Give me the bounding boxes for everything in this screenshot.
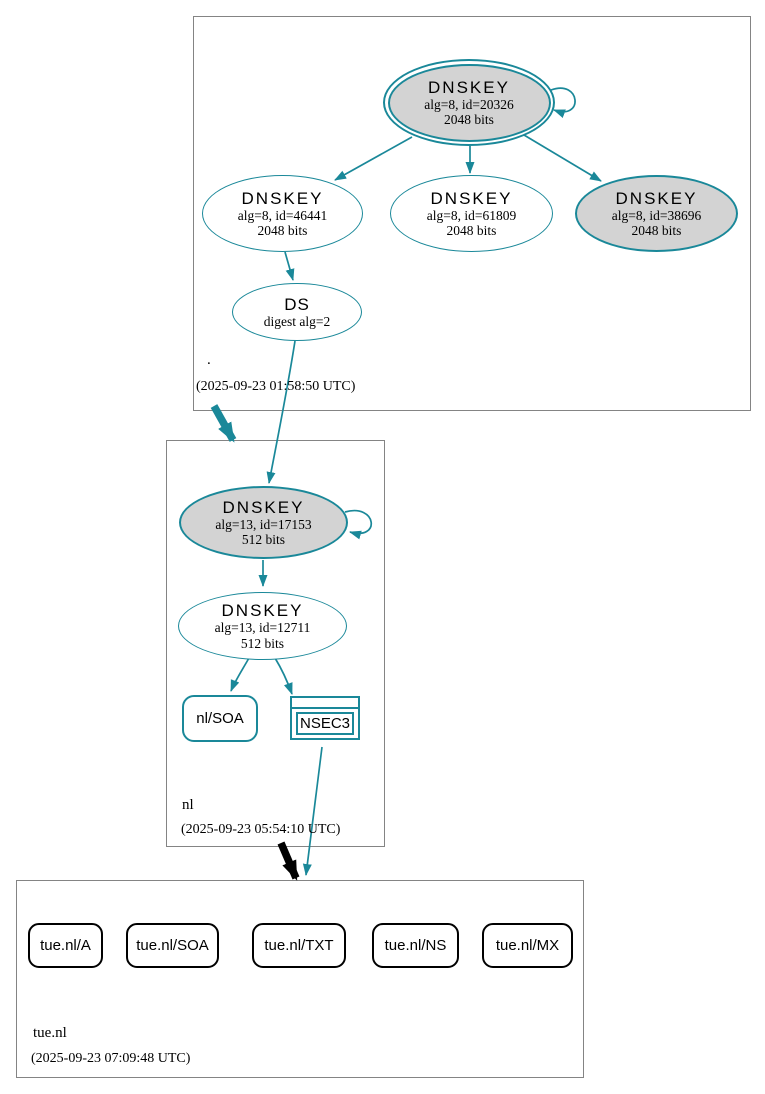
edge-nsec3-to-tue-zone	[302, 746, 323, 876]
nsec3-label: NSEC3	[296, 712, 354, 735]
edge-nl-ksk-selfloop	[344, 509, 373, 540]
dnskey-alg-id: alg=13, id=12711	[214, 620, 311, 635]
zone-box-tue-nl	[16, 880, 584, 1078]
dnskey-bits: 512 bits	[240, 635, 285, 651]
rrset-label: tue.nl/NS	[384, 937, 447, 954]
dnskey-root-ksk-20326: DNSKEY alg=8, id=20326 2048 bits	[383, 59, 555, 146]
ds-root-nl: DS digest alg=2	[232, 283, 362, 341]
rrset-label: tue.nl/A	[40, 937, 91, 954]
ds-type-label: DS	[284, 294, 310, 314]
rrset-tue-nl-soa: tue.nl/SOA	[126, 923, 219, 968]
dnskey-bits: 2048 bits	[257, 223, 308, 238]
zone-name-root: .	[207, 352, 211, 368]
dnskey-type-label: DNSKEY	[615, 188, 698, 208]
edge-nl-zsk-to-soa	[230, 657, 250, 692]
dnskey-bits: 2048 bits	[444, 112, 494, 127]
zone-timestamp-nl: (2025-09-23 05:54:10 UTC)	[181, 822, 341, 837]
dnskey-type-label: DNSKEY	[222, 497, 305, 517]
dnskey-type-label: DNSKEY	[241, 188, 324, 208]
dnskey-alg-id: alg=13, id=17153	[215, 516, 312, 532]
rrset-label: tue.nl/TXT	[264, 937, 334, 954]
dnskey-type-label: DNSKEY	[428, 77, 510, 97]
zone-name-nl: nl	[182, 797, 194, 813]
dnskey-root-61809: DNSKEY alg=8, id=61809 2048 bits	[390, 175, 553, 252]
ds-digest-alg: digest alg=2	[263, 313, 331, 329]
rrset-label: nl/SOA	[196, 710, 244, 727]
nsec3-header-cell	[292, 698, 358, 709]
rrset-tue-nl-mx: tue.nl/MX	[482, 923, 573, 968]
rrset-tue-nl-ns: tue.nl/NS	[372, 923, 459, 968]
dnskey-nl-zsk-12711: DNSKEY alg=13, id=12711 512 bits	[178, 592, 347, 660]
edge-root-ksk-to-38696	[523, 134, 602, 182]
zone-box-root	[193, 16, 751, 411]
dnskey-alg-id: alg=8, id=46441	[237, 207, 328, 223]
nsec3-node: NSEC3	[290, 696, 360, 740]
rrset-tue-nl-a: tue.nl/A	[28, 923, 103, 968]
dnskey-type-label: DNSKEY	[221, 601, 304, 620]
dnskey-root-46441: DNSKEY alg=8, id=46441 2048 bits	[202, 175, 363, 252]
rrset-label: tue.nl/SOA	[136, 937, 209, 954]
edge-46441-to-ds	[284, 251, 295, 281]
dnskey-bits: 512 bits	[241, 532, 286, 547]
zone-timestamp-root: (2025-09-23 01:58:50 UTC)	[196, 379, 356, 394]
zone-timestamp-tue-nl: (2025-09-23 07:09:48 UTC)	[31, 1051, 191, 1066]
zone-name-tue-nl: tue.nl	[33, 1025, 67, 1041]
dnskey-alg-id: alg=8, id=38696	[611, 207, 702, 223]
dnskey-type-label: DNSKEY	[430, 188, 513, 208]
edge-root-ksk-selfloop	[550, 87, 576, 119]
dnskey-alg-id: alg=8, id=61809	[426, 207, 517, 223]
edge-nl-zone-to-tue-zone	[277, 841, 300, 881]
dnskey-root-38696: DNSKEY alg=8, id=38696 2048 bits	[575, 175, 738, 252]
dnskey-alg-id: alg=8, id=20326	[424, 96, 514, 112]
dnskey-nl-ksk-17153: DNSKEY alg=13, id=17153 512 bits	[179, 486, 348, 559]
dnskey-bits: 2048 bits	[631, 223, 682, 238]
dnskey-bits: 2048 bits	[446, 223, 497, 238]
edge-ds-to-nl-ksk	[266, 340, 296, 484]
edge-root-zone-to-nl-zone	[210, 404, 237, 443]
zone-box-nl	[166, 440, 385, 847]
rrset-nl-soa: nl/SOA	[182, 695, 258, 742]
rrset-label: tue.nl/MX	[495, 937, 560, 954]
edge-nl-zsk-to-nsec3	[274, 657, 293, 695]
rrset-tue-nl-txt: tue.nl/TXT	[252, 923, 346, 968]
edge-root-ksk-to-46441	[334, 136, 413, 181]
